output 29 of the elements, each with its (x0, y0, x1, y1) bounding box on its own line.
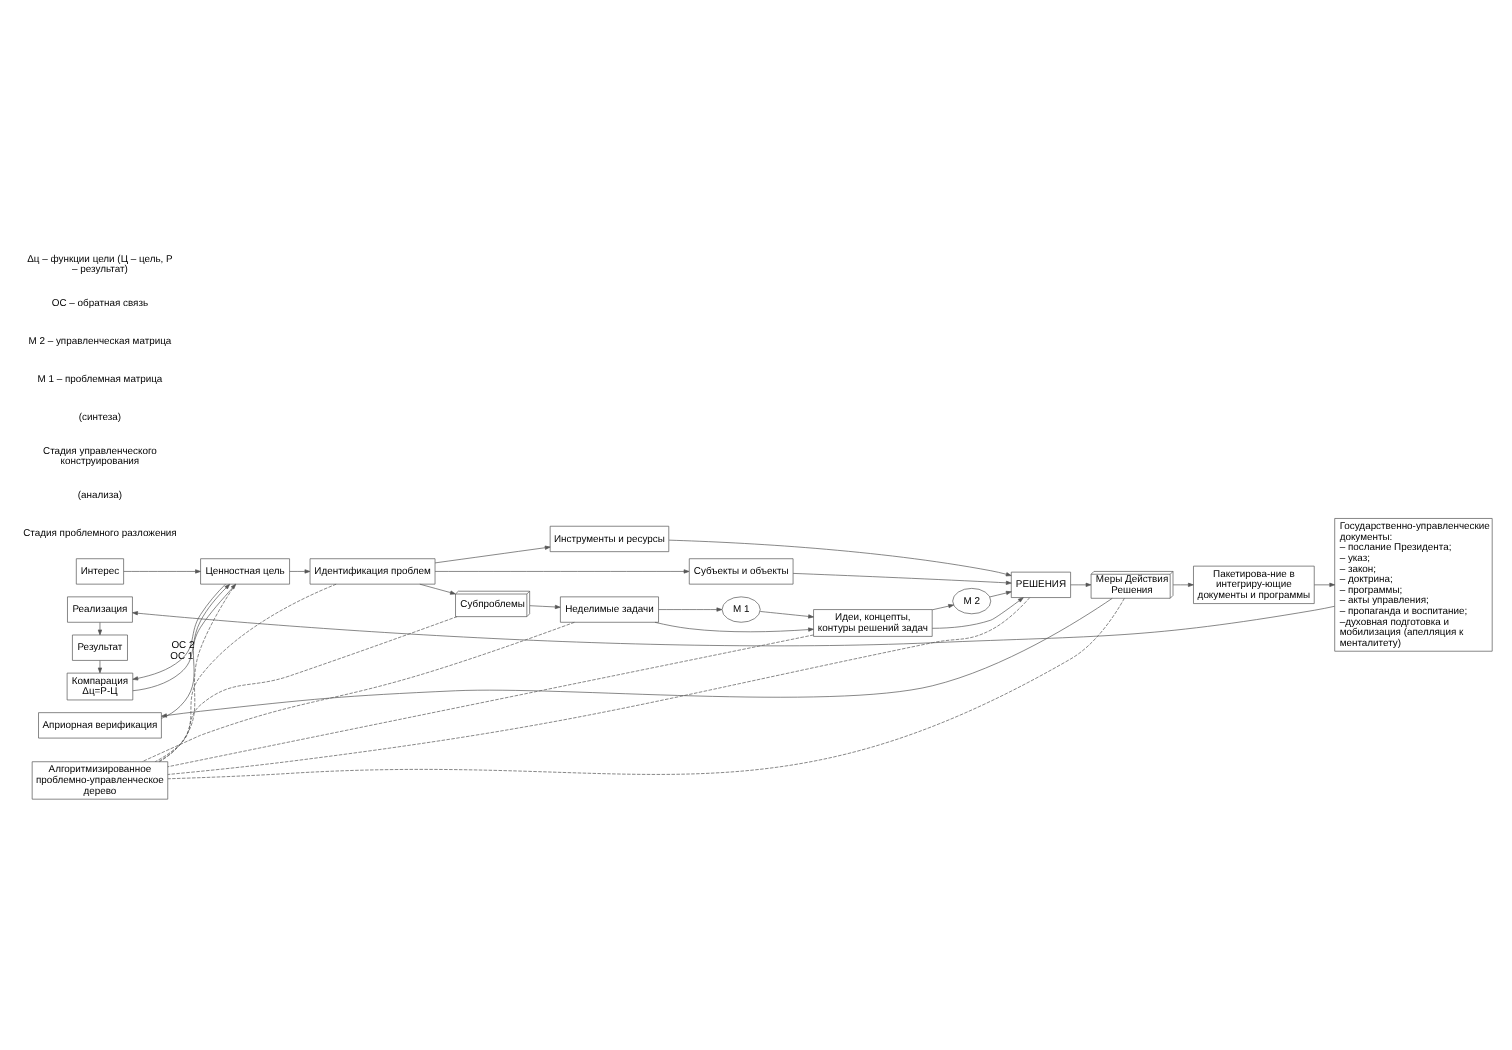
arrow (759, 611, 814, 619)
connector (157, 583, 337, 763)
arrow (434, 545, 551, 564)
arrow (668, 539, 1012, 577)
arrow (161, 598, 1113, 718)
arrow (97, 660, 103, 674)
connector (141, 622, 575, 763)
arrow (132, 583, 237, 692)
arrow (1314, 582, 1336, 587)
arrow (161, 583, 231, 719)
arrow (419, 583, 456, 595)
arrow (989, 590, 1012, 598)
arrow (123, 569, 201, 574)
arrow (1172, 582, 1194, 587)
arrow (97, 622, 103, 636)
arrow (1070, 582, 1092, 587)
arrow (792, 573, 1012, 585)
arrow (132, 605, 1335, 647)
arrow (931, 604, 954, 611)
connector (167, 634, 814, 768)
arrow (654, 621, 814, 633)
arrow (529, 604, 561, 610)
connector (154, 616, 458, 762)
arrow (289, 569, 311, 574)
arrow (658, 607, 723, 612)
arrow (434, 569, 690, 574)
arrow (132, 583, 226, 681)
connector (159, 583, 236, 763)
arrow (931, 597, 1024, 629)
